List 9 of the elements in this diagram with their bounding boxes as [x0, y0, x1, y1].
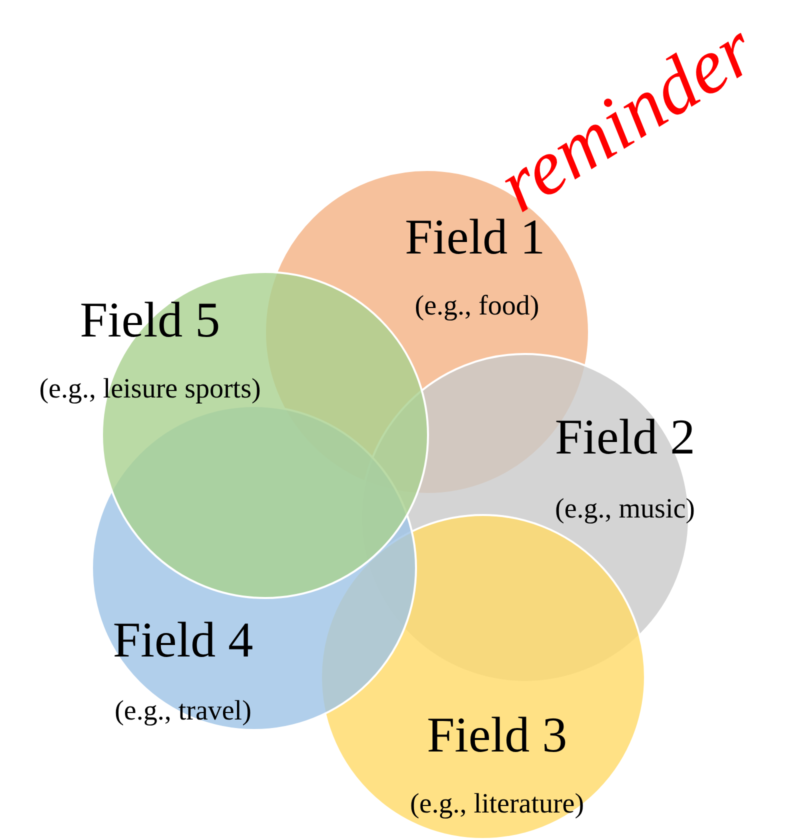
field-example: (e.g., leisure sports) — [39, 374, 261, 406]
field-title: Field 4 — [112, 612, 254, 668]
field-example: (e.g., travel) — [114, 696, 252, 728]
field-title: Field 3 — [426, 708, 568, 762]
field-example: (e.g., music) — [555, 494, 695, 526]
field-example: (e.g., food) — [414, 292, 540, 322]
field-title: Field 2 — [554, 410, 696, 464]
field-title: Field 5 — [80, 292, 220, 348]
field-example: (e.g., literature) — [410, 790, 584, 820]
